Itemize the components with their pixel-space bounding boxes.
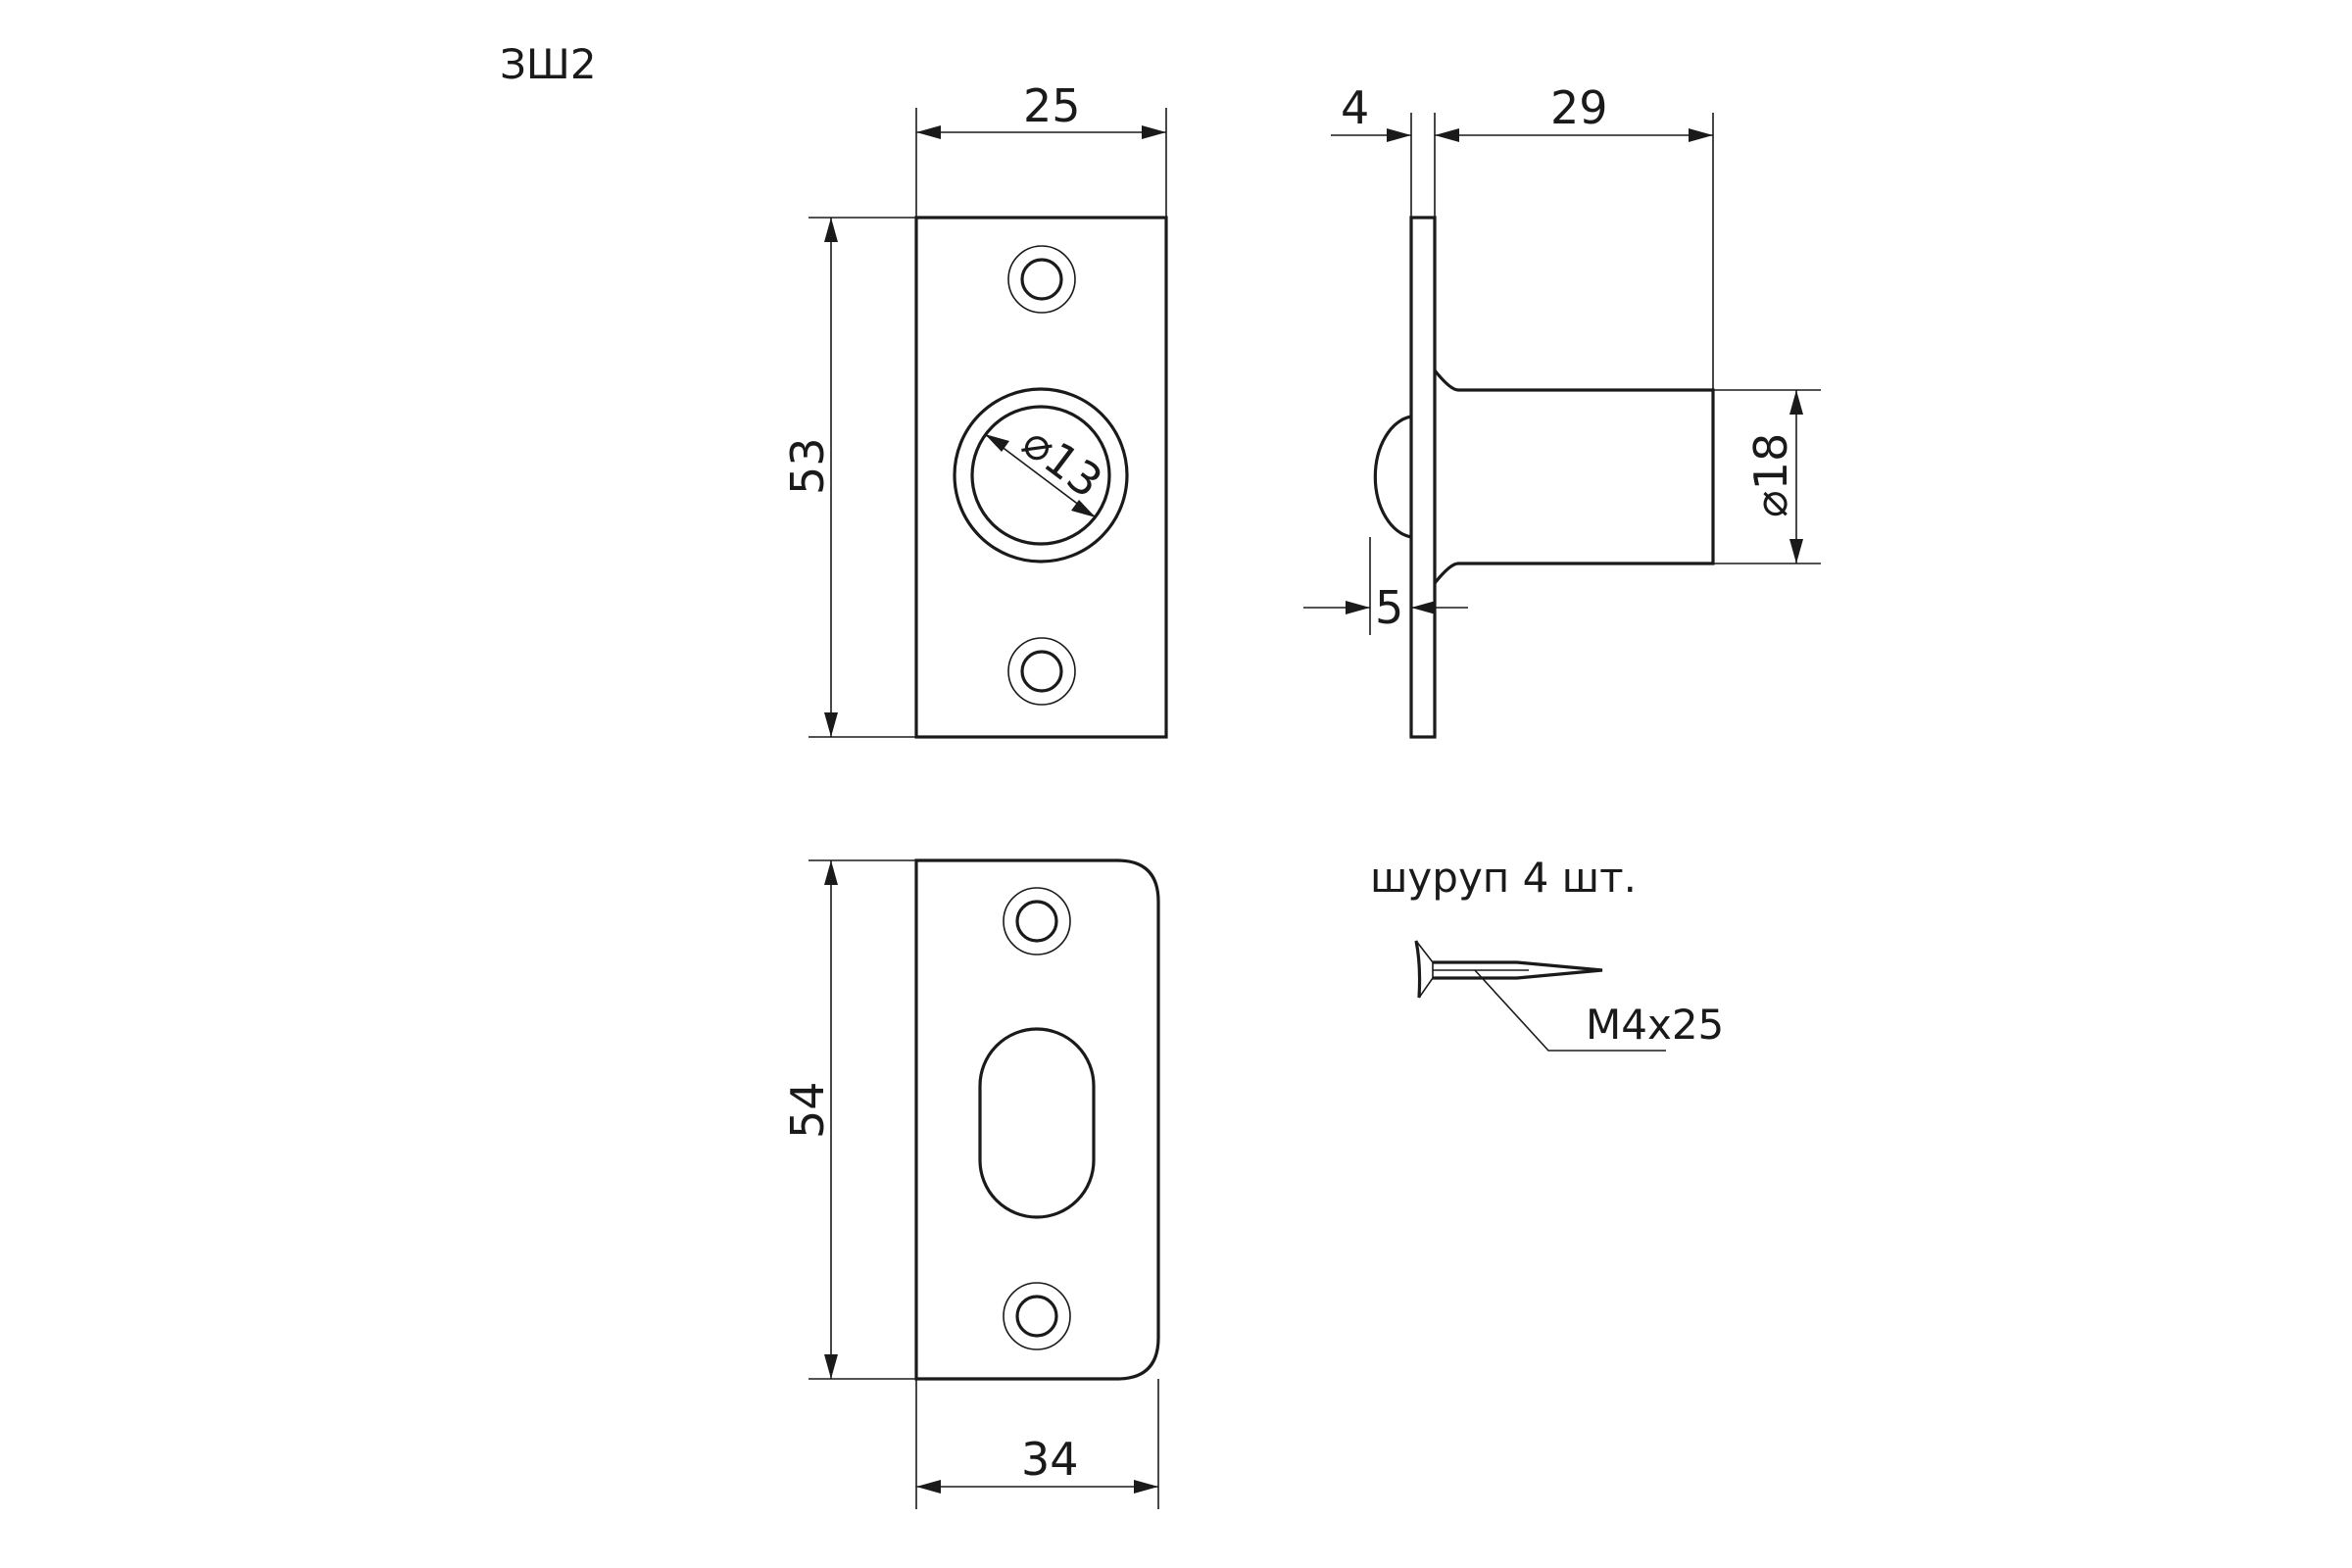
front-view: ⌀13 25 53 [781, 79, 1168, 739]
strike-oval-slot [978, 1027, 1096, 1219]
strike-plate-view: 54 34 [781, 858, 1160, 1509]
screw-shank [1433, 960, 1603, 980]
strike-bottom-screw-hole-inner [1015, 1295, 1058, 1338]
side-protrusion-arrow-right [1411, 601, 1436, 614]
strike-height-label: 54 [781, 1081, 834, 1139]
strike-width-label: 34 [1021, 1433, 1079, 1486]
strike-width-arrow-left [916, 1480, 941, 1494]
front-diameter-arrow-top [985, 434, 1009, 452]
front-height-arrow-top [824, 218, 838, 242]
front-plate-outline [914, 216, 1168, 739]
front-ball-ring-inner [970, 405, 1111, 546]
side-length-arrow-right [1689, 128, 1713, 142]
side-protrusion-label: 5 [1375, 581, 1403, 634]
side-diameter-label: ⌀18 [1744, 433, 1797, 517]
strike-height-arrow-bottom [824, 1354, 838, 1379]
side-protrusion-arrow-left [1346, 601, 1370, 614]
front-top-screw-hole-inner [1020, 258, 1063, 301]
side-plate-outline [1409, 216, 1437, 739]
front-diameter-arrow-bottom [1071, 500, 1096, 517]
side-cylinder-body [1433, 369, 1715, 584]
side-ball-dome [1373, 415, 1412, 539]
screw-detail: шуруп 4 шт. М4х25 [1370, 854, 1724, 1052]
front-height-arrow-bottom [824, 712, 838, 737]
strike-width-arrow-right [1134, 1480, 1158, 1494]
screw-head [1414, 940, 1422, 999]
front-top-screw-hole-outer [1007, 245, 1076, 314]
front-bottom-screw-hole-inner [1020, 650, 1063, 693]
side-length-arrow-left [1435, 128, 1459, 142]
strike-height-arrow-top [824, 860, 838, 885]
drawing-title: ЗШ2 [500, 40, 597, 88]
side-diameter-arrow-bottom [1789, 539, 1803, 564]
strike-plate-outline [914, 858, 1160, 1381]
front-diameter-label: ⌀13 [1012, 416, 1111, 509]
side-diameter-arrow-top [1789, 390, 1803, 415]
strike-bottom-screw-hole-outer [1003, 1282, 1071, 1350]
screw-caption: шуруп 4 шт. [1370, 854, 1637, 902]
screw-size-label: М4х25 [1586, 1001, 1724, 1049]
side-thickness-label: 4 [1341, 81, 1369, 134]
front-width-arrow-left [916, 125, 941, 139]
strike-top-screw-hole-outer [1003, 887, 1071, 956]
side-thickness-arrow-left [1387, 128, 1411, 142]
front-ball-ring-outer [953, 387, 1129, 564]
front-height-label: 53 [781, 437, 834, 495]
side-length-label: 29 [1550, 81, 1608, 134]
front-bottom-screw-hole-outer [1007, 637, 1076, 706]
strike-top-screw-hole-inner [1015, 900, 1058, 943]
front-width-label: 25 [1023, 79, 1081, 132]
front-width-arrow-right [1142, 125, 1166, 139]
side-view: 4 29 ⌀18 5 [1303, 81, 1821, 739]
screw-leader-line [1474, 969, 1666, 1052]
